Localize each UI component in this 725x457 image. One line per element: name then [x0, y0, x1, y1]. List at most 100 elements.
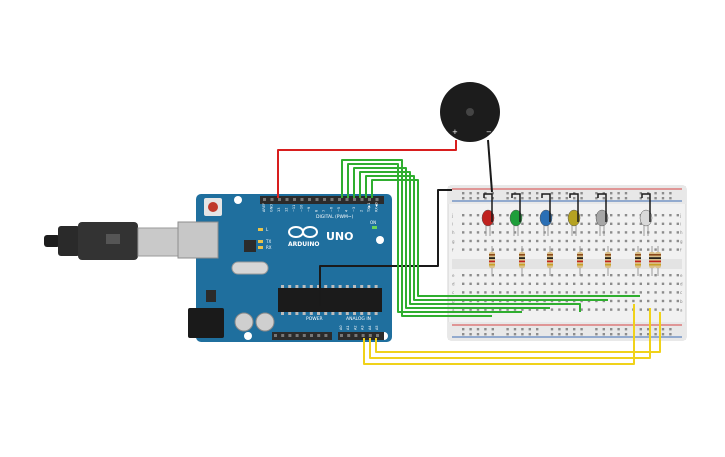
wire-green-3[interactable]: [353, 167, 550, 309]
bb-hole[interactable]: [661, 291, 665, 294]
bb-hole[interactable]: [499, 308, 502, 311]
bb-hole[interactable]: [521, 282, 524, 285]
bb-rail-hole[interactable]: [536, 328, 539, 331]
header-pin-hole[interactable]: [361, 334, 365, 337]
bb-rail-hole[interactable]: [647, 328, 650, 331]
bb-hole[interactable]: [654, 222, 657, 225]
bb-hole[interactable]: [624, 274, 628, 277]
bb-rail-hole[interactable]: [602, 192, 605, 195]
bb-rail-hole[interactable]: [565, 333, 568, 336]
bb-hole[interactable]: [565, 282, 568, 285]
bb-hole[interactable]: [617, 291, 620, 294]
bb-rail-hole[interactable]: [580, 192, 583, 195]
bb-rail-hole[interactable]: [521, 328, 524, 331]
bb-hole[interactable]: [617, 308, 620, 311]
bb-rail-hole[interactable]: [661, 197, 665, 200]
bb-hole[interactable]: [536, 291, 539, 294]
bb-hole[interactable]: [550, 214, 554, 217]
bb-rail-hole[interactable]: [661, 192, 665, 195]
bb-hole[interactable]: [639, 274, 642, 277]
bb-hole[interactable]: [565, 239, 568, 243]
bb-hole[interactable]: [654, 299, 657, 303]
bb-hole[interactable]: [476, 231, 480, 234]
bb-hole[interactable]: [550, 291, 554, 294]
bb-hole[interactable]: [661, 222, 665, 225]
bb-hole[interactable]: [462, 222, 465, 225]
wire-black-led[interactable]: [483, 193, 493, 222]
bb-hole[interactable]: [506, 282, 509, 285]
bb-rail-hole[interactable]: [462, 328, 465, 331]
bb-hole[interactable]: [676, 214, 679, 217]
wire-red-buzzer[interactable]: [277, 140, 457, 198]
header-pin-hole[interactable]: [375, 198, 379, 201]
header-pin-hole[interactable]: [324, 334, 328, 337]
bb-hole[interactable]: [573, 308, 576, 311]
bb-hole[interactable]: [587, 214, 591, 217]
bb-rail-hole[interactable]: [573, 333, 576, 336]
bb-hole[interactable]: [550, 274, 554, 277]
bb-rail-hole[interactable]: [669, 333, 672, 336]
bb-hole[interactable]: [595, 291, 598, 294]
bb-hole[interactable]: [521, 308, 524, 311]
wire-black-buzzer[interactable]: [487, 139, 493, 193]
bb-hole[interactable]: [476, 248, 480, 251]
bb-rail-hole[interactable]: [491, 192, 494, 195]
bb-hole[interactable]: [602, 282, 605, 285]
bb-hole[interactable]: [462, 248, 465, 251]
wire-yellow-3[interactable]: [375, 312, 661, 353]
wire-green-2[interactable]: [347, 163, 522, 313]
bb-rail-hole[interactable]: [550, 197, 554, 200]
bb-hole[interactable]: [573, 239, 576, 243]
bb-hole[interactable]: [617, 299, 620, 303]
bb-hole[interactable]: [647, 291, 650, 294]
bb-hole[interactable]: [617, 214, 620, 217]
bb-hole[interactable]: [624, 299, 628, 303]
bb-hole[interactable]: [543, 239, 546, 243]
bb-hole[interactable]: [513, 239, 517, 243]
bb-hole[interactable]: [543, 248, 546, 251]
bb-hole[interactable]: [491, 274, 494, 277]
bb-rail-hole[interactable]: [476, 328, 480, 331]
header-pin-hole[interactable]: [308, 198, 311, 201]
bb-hole[interactable]: [513, 282, 517, 285]
bb-hole[interactable]: [558, 214, 561, 217]
bb-hole[interactable]: [484, 274, 487, 277]
bb-hole[interactable]: [661, 282, 665, 285]
bb-rail-hole[interactable]: [536, 333, 539, 336]
header-pin-hole[interactable]: [270, 198, 274, 201]
header-pin-hole[interactable]: [302, 334, 306, 337]
wire-green-5[interactable]: [365, 175, 608, 301]
bb-rail-hole[interactable]: [639, 333, 642, 336]
bb-hole[interactable]: [476, 239, 480, 243]
bb-hole[interactable]: [513, 291, 517, 294]
bb-hole[interactable]: [661, 248, 665, 251]
bb-hole[interactable]: [610, 299, 613, 303]
bb-rail-hole[interactable]: [550, 192, 554, 195]
bb-hole[interactable]: [610, 231, 613, 234]
bb-hole[interactable]: [565, 222, 568, 225]
bb-hole[interactable]: [506, 222, 509, 225]
bb-rail-hole[interactable]: [610, 328, 613, 331]
bb-hole[interactable]: [499, 282, 502, 285]
bb-rail-hole[interactable]: [654, 197, 657, 200]
led-rgb[interactable]: [639, 193, 653, 236]
bb-hole[interactable]: [499, 248, 502, 251]
bb-rail-hole[interactable]: [647, 333, 650, 336]
bb-rail-hole[interactable]: [573, 192, 576, 195]
bb-hole[interactable]: [669, 282, 672, 285]
bb-hole[interactable]: [580, 291, 583, 294]
bb-hole[interactable]: [491, 308, 494, 311]
bb-rail-hole[interactable]: [469, 333, 472, 336]
bb-hole[interactable]: [484, 239, 487, 243]
bb-hole[interactable]: [676, 248, 679, 251]
header-pin-hole[interactable]: [376, 334, 379, 337]
bb-rail-hole[interactable]: [506, 328, 509, 331]
bb-hole[interactable]: [558, 239, 561, 243]
bb-hole[interactable]: [513, 231, 517, 234]
bb-hole[interactable]: [580, 239, 583, 243]
resistor[interactable]: [547, 246, 553, 276]
bb-rail-hole[interactable]: [558, 333, 561, 336]
led-yellow[interactable]: [567, 193, 581, 236]
bb-hole[interactable]: [595, 282, 598, 285]
bb-hole[interactable]: [558, 291, 561, 294]
